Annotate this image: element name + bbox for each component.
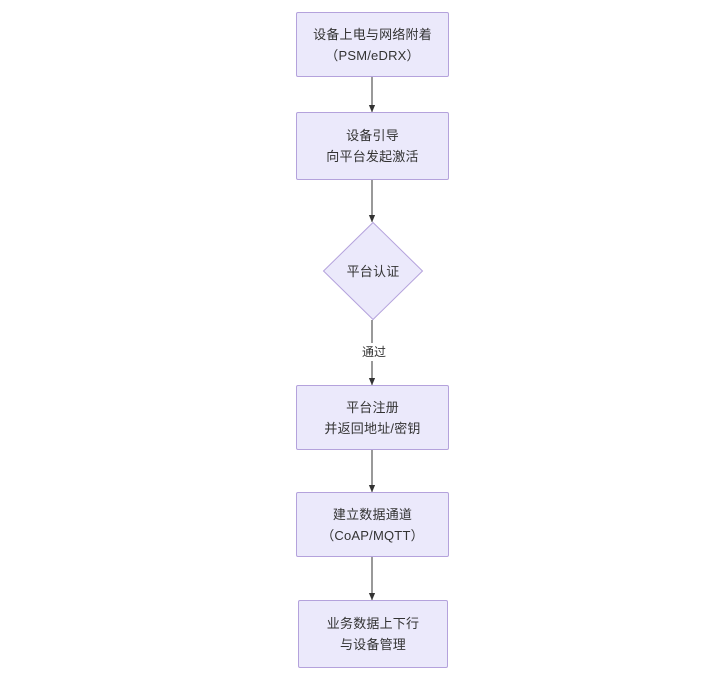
flow-node-label-channel: 建立数据通道 （CoAP/MQTT） xyxy=(321,506,424,543)
flow-node-data-flow[interactable]: 业务数据上下行 与设备管理 xyxy=(298,600,448,668)
flow-node-power-on[interactable]: 设备上电与网络附着 （PSM/eDRX） xyxy=(296,12,449,77)
flow-node-label-power-on: 设备上电与网络附着 （PSM/eDRX） xyxy=(313,26,432,63)
flow-node-channel[interactable]: 建立数据通道 （CoAP/MQTT） xyxy=(296,492,449,557)
flow-node-label-register: 平台注册 并返回地址/密钥 xyxy=(324,399,421,436)
flow-node-register[interactable]: 平台注册 并返回地址/密钥 xyxy=(296,385,449,450)
flow-node-label-data-flow: 业务数据上下行 与设备管理 xyxy=(326,616,420,652)
flow-node-label-bootstrap: 设备引导 向平台发起激活 xyxy=(326,128,419,164)
flow-node-label-auth: 平台认证 xyxy=(346,263,400,279)
flow-node-bootstrap[interactable]: 设备引导 向平台发起激活 xyxy=(296,112,449,180)
decision-shape xyxy=(322,221,424,321)
flow-node-auth[interactable]: 平台认证 xyxy=(322,221,424,321)
edge-label-e3: 通过 xyxy=(358,343,390,361)
